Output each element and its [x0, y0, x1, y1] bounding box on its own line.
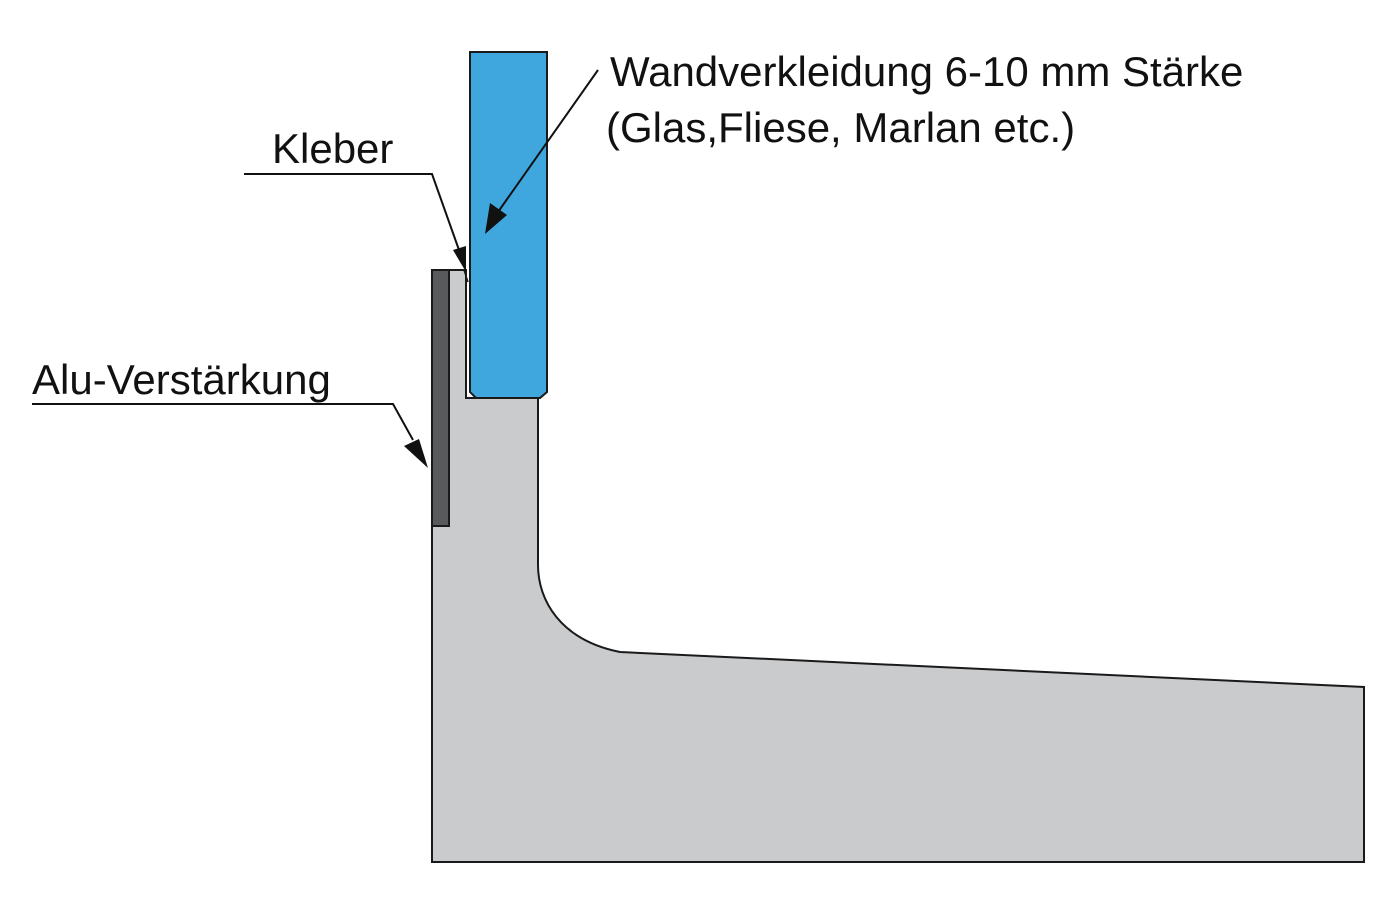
adhesive-label: Kleber: [272, 125, 393, 172]
alu-reinforcement-arrowhead: [404, 439, 428, 468]
wall-cladding-label-line1: Wandverkleidung 6-10 mm Stärke: [610, 48, 1243, 95]
wall-cladding-leader-line: [497, 69, 599, 213]
wall-cladding-arrowhead: [485, 203, 507, 234]
shower-tray-profile: [431, 269, 1365, 863]
wall-cladding-label-line2: (Glas,Fliese, Marlan etc.): [606, 104, 1075, 151]
alu-reinforcement-strip: [431, 269, 450, 527]
alu-reinforcement-leader-line: [32, 403, 414, 441]
alu-reinforcement-label: Alu-Verstärkung: [32, 356, 331, 403]
tray-rim-edge: [463, 269, 469, 283]
adhesive-arrowhead: [453, 246, 466, 272]
adhesive-leader-line: [244, 173, 460, 251]
wall-cladding-panel: [469, 51, 548, 399]
